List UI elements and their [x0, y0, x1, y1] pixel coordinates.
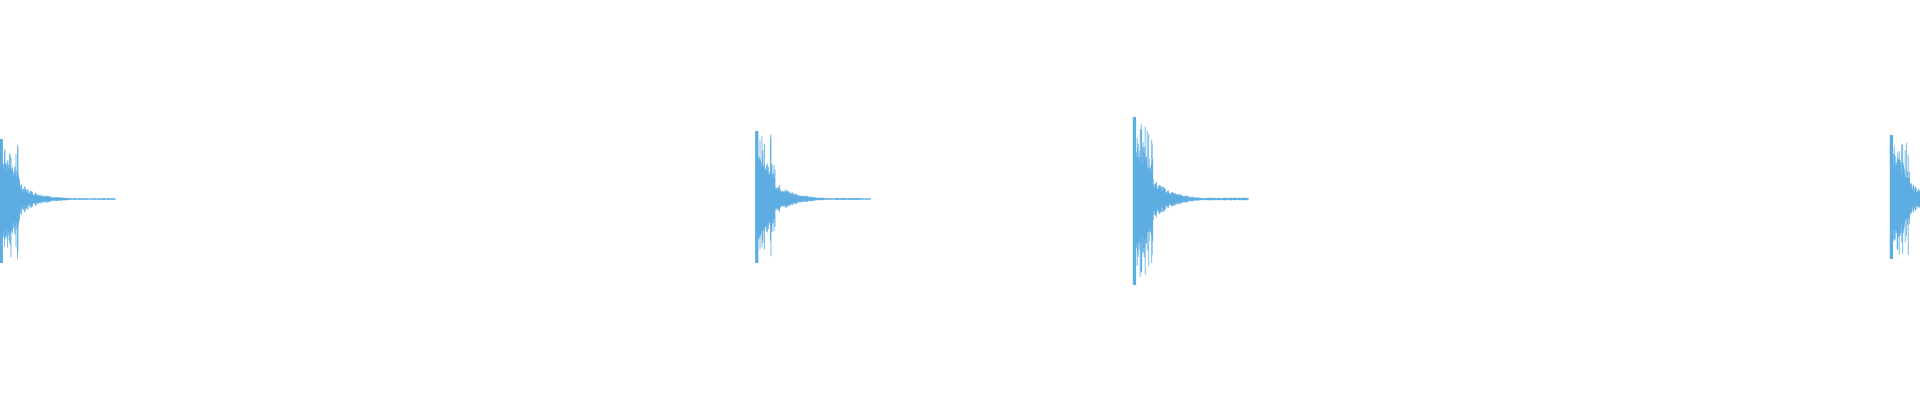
transient-hit	[0, 139, 116, 263]
transient-envelope	[1889, 135, 1920, 259]
transient-envelope	[0, 139, 116, 263]
transient-hit	[755, 131, 871, 263]
transient-envelope	[755, 131, 871, 263]
transient-hit	[1889, 135, 1920, 259]
transient-envelope	[1132, 117, 1249, 285]
transient-hit	[1132, 117, 1249, 285]
